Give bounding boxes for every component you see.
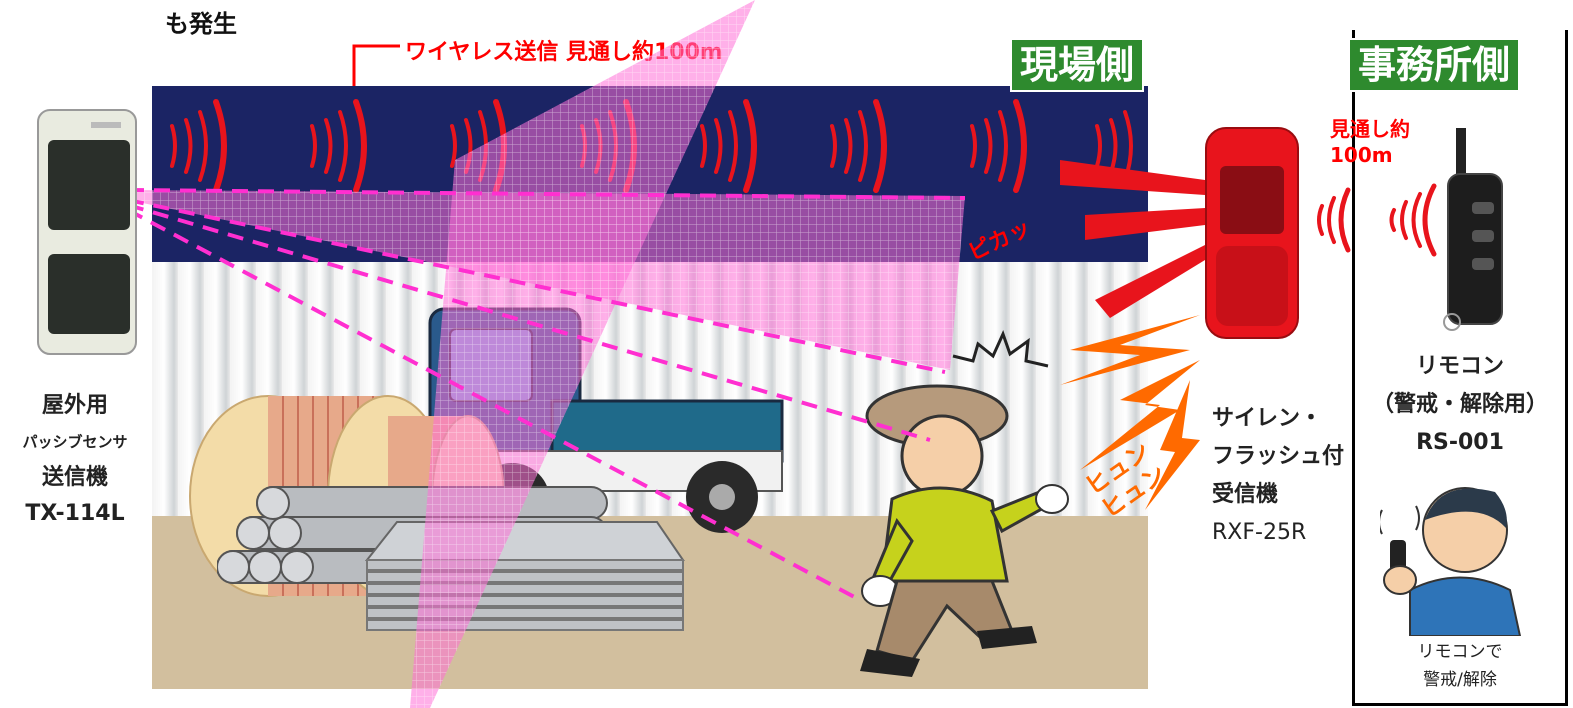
transmitter-model: TX-114L	[25, 501, 125, 526]
remote-label: リモコン （警戒・解除用） RS-001	[1352, 348, 1568, 462]
transmitter-name-line: 屋外用	[41, 393, 108, 418]
remote-purpose: （警戒・解除用）	[1371, 392, 1548, 417]
receiver-model: RXF-25R	[1212, 520, 1307, 545]
office-worker-figure	[1380, 487, 1522, 636]
office-side-label: 事務所側	[1348, 38, 1521, 92]
receiver-name-line: フラッシュ付	[1212, 444, 1345, 469]
site-side-label: 現場側	[1010, 38, 1145, 92]
remote-control-device	[1443, 128, 1503, 331]
receiver-label: サイレン・ フラッシュ付 受信機 RXF-25R	[1212, 400, 1344, 552]
remote-caption-line: 警戒/解除	[1423, 670, 1497, 690]
office-side-box	[1352, 30, 1568, 706]
vertical-detection-area	[410, 0, 755, 708]
transmitter-name-line: パッシブセンサ	[22, 433, 128, 451]
remote-name: リモコン	[1415, 354, 1504, 379]
top-caption: も発生	[165, 10, 237, 38]
siren-flash-receiver	[1205, 127, 1299, 339]
passive-sensor-transmitter	[37, 109, 137, 355]
transmitter-name-line: 送信機	[41, 465, 108, 490]
shock-mark	[952, 329, 1049, 368]
flash-rays	[1060, 160, 1205, 318]
remote-caption-line: リモコンで	[1417, 642, 1503, 662]
siren-sound-bolts	[1060, 315, 1200, 510]
receiver-name-line: 受信機	[1212, 482, 1279, 507]
remote-signal-waves	[1317, 183, 1437, 257]
remote-caption: リモコンで 警戒/解除	[1352, 638, 1568, 694]
receiver-name-line: サイレン・	[1212, 406, 1323, 431]
line-of-sight-label: 見通し約100m	[1330, 117, 1410, 167]
remote-model: RS-001	[1416, 430, 1504, 455]
metal-sheets	[364, 521, 685, 631]
transmitter-label: 屋外用 パッシブセンサ 送信機 TX-114L	[0, 388, 150, 532]
